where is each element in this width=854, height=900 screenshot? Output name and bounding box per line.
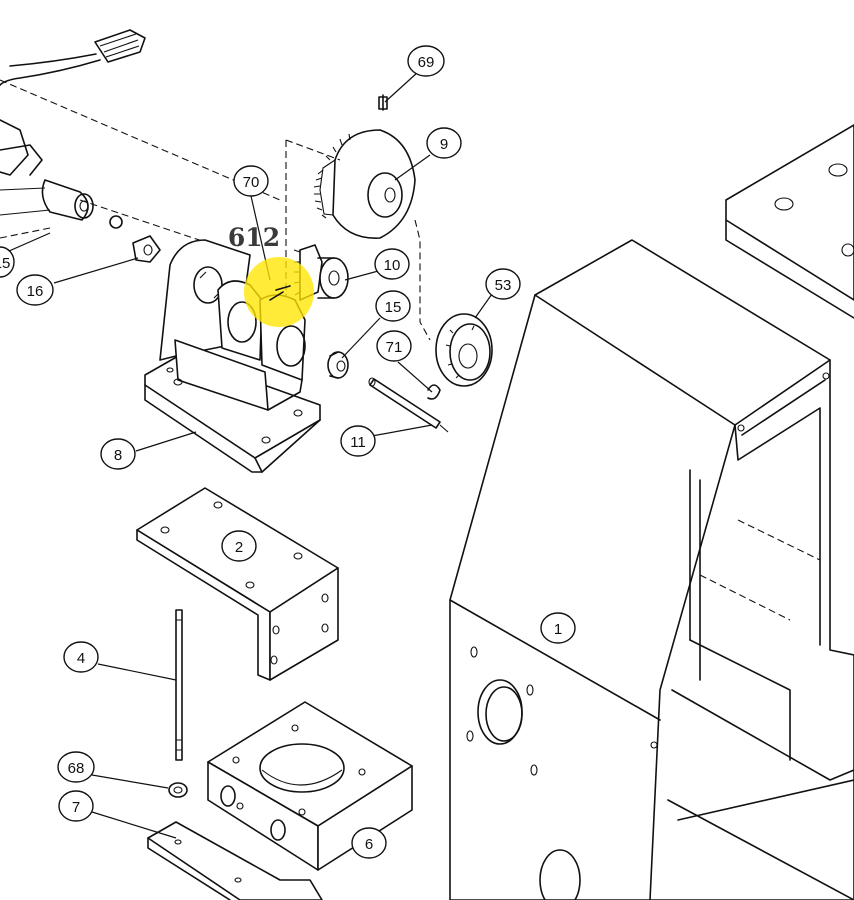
callout-label: 16	[27, 283, 44, 300]
callout-53: 53	[485, 268, 521, 300]
callout-label: 70	[243, 174, 260, 191]
base-plate-part-7	[147, 821, 323, 900]
bracket-part-8	[144, 239, 321, 473]
callout-2: 2	[221, 530, 257, 562]
highlight-marker: 612	[228, 223, 314, 327]
main-frame-part-1	[449, 239, 854, 900]
callout-4: 4	[63, 641, 99, 673]
nut-part-68	[168, 782, 188, 798]
callout-label: 6	[365, 836, 373, 853]
callout-15-right: 15	[375, 290, 411, 322]
callout-label: 9	[440, 136, 448, 153]
callout-6: 6	[351, 827, 387, 859]
callout-16: 16	[16, 274, 54, 306]
highlight-circle	[244, 257, 314, 327]
callout-10: 10	[374, 248, 410, 280]
clip-part-71	[427, 384, 441, 400]
callout-label: 15	[385, 299, 402, 316]
block-part-6	[207, 701, 413, 871]
pin-part-11	[368, 377, 449, 433]
callout-70: 70	[233, 165, 269, 197]
callout-label: 11	[350, 434, 366, 451]
callout-1: 1	[540, 612, 576, 644]
table-top-plate	[725, 124, 854, 319]
leader-lines	[0, 71, 493, 839]
callout-label: 68	[68, 760, 85, 777]
callout-11: 11	[340, 425, 376, 457]
cable-connector-assembly	[0, 29, 146, 86]
ball-bearing-53	[435, 313, 493, 387]
callout-label: 53	[495, 277, 512, 294]
rod-part-4	[175, 609, 183, 761]
angle-bracket-part-2	[136, 487, 339, 681]
spur-gear-9	[313, 94, 416, 239]
callout-label: 1	[554, 621, 562, 638]
callout-9: 9	[426, 127, 462, 159]
callout-label: 2	[235, 539, 243, 556]
callout-label: 71	[386, 339, 403, 356]
callout-label: 10	[384, 257, 401, 274]
highlight-label: 612	[228, 223, 280, 252]
callout-8: 8	[100, 438, 136, 470]
callout-68: 68	[57, 751, 95, 783]
callout-label: 15	[0, 255, 10, 272]
washer-part-15	[327, 351, 349, 379]
callout-7: 7	[58, 790, 94, 822]
callout-15-left: 15	[0, 246, 15, 278]
callout-label: 8	[114, 447, 122, 464]
callout-label: 69	[418, 54, 435, 71]
callout-label: 4	[77, 650, 85, 667]
callout-69: 69	[407, 45, 445, 77]
callout-label: 7	[72, 799, 80, 816]
callout-71: 71	[376, 330, 412, 362]
